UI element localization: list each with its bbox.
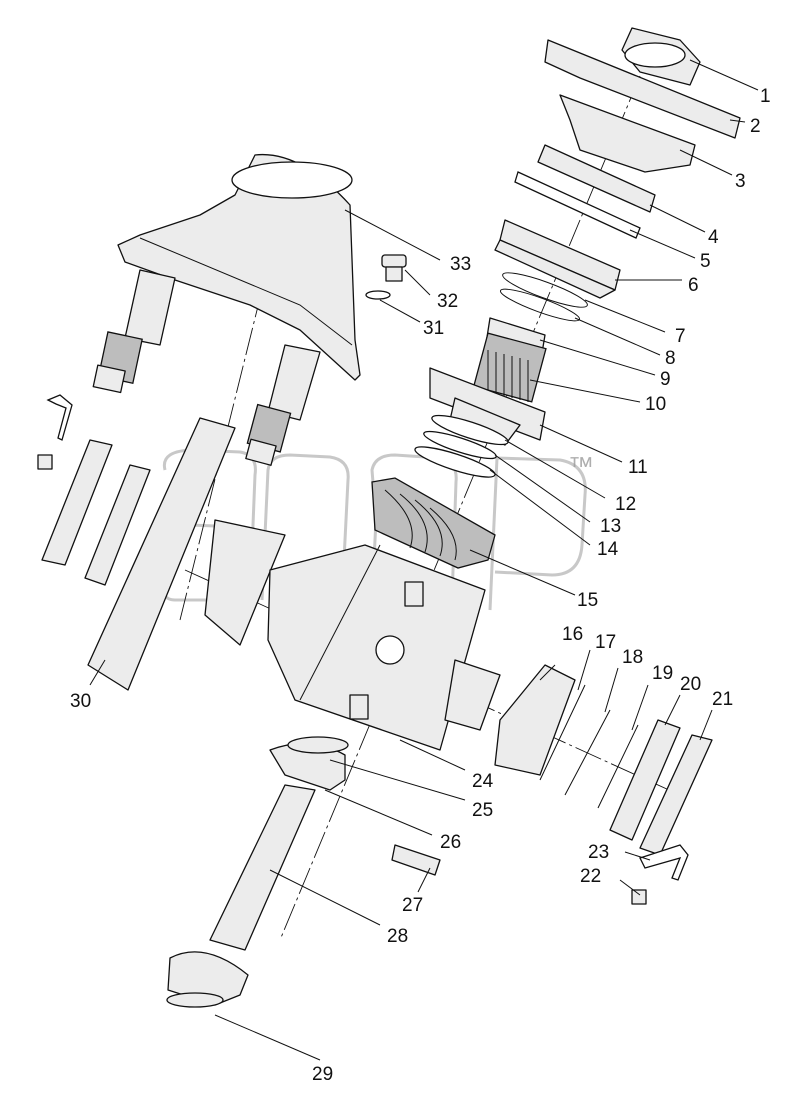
callout-24: 24 — [472, 771, 494, 792]
cross-axis — [184, 569, 681, 796]
part-24-gearbox-body — [267, 544, 501, 751]
callout-25: 25 — [472, 800, 493, 821]
part-22-bolt — [631, 889, 647, 905]
part-13-ring — [423, 430, 497, 460]
part-6-bearing-cup — [494, 219, 621, 299]
callout-27: 27 — [402, 895, 423, 916]
part-2-flange — [544, 39, 741, 139]
callout-3: 3 — [735, 171, 746, 192]
part-32-plug — [381, 254, 407, 282]
callout-2: 2 — [750, 116, 761, 137]
part-5-shim — [514, 171, 641, 239]
part-23-bracket — [639, 844, 689, 881]
callout-28: 28 — [387, 926, 408, 947]
callout-22: 22 — [580, 866, 601, 887]
watermark-trademark: ™ — [568, 451, 594, 481]
callout-labels: 1 2 3 4 5 6 7 8 9 10 11 12 13 14 15 16 1… — [70, 86, 771, 1085]
callout-4: 4 — [708, 227, 719, 248]
part-3-hub — [559, 94, 696, 173]
callout-17: 17 — [595, 632, 616, 653]
part-17-gasket — [539, 684, 586, 781]
callout-20: 20 — [680, 674, 701, 695]
callout-8: 8 — [665, 348, 676, 369]
left-bolt — [37, 454, 53, 470]
part-27-key — [391, 844, 441, 876]
part-14-ring — [414, 446, 496, 478]
callout-31: 31 — [423, 318, 444, 339]
part-1-nut — [621, 27, 701, 86]
part-4-plate — [537, 144, 656, 213]
part-29-cap — [166, 951, 249, 1008]
callout-33: 33 — [450, 254, 471, 275]
part-33-upper-housing — [92, 153, 361, 466]
callout-13: 13 — [600, 516, 621, 537]
part-7-ring — [502, 272, 588, 308]
left-bracket — [46, 394, 73, 441]
part-31-washer — [365, 290, 391, 300]
part-18-shim — [564, 709, 611, 796]
part-20-plate — [609, 719, 681, 841]
callout-5: 5 — [700, 251, 711, 272]
callout-11: 11 — [628, 457, 648, 478]
part-19-shim — [597, 724, 639, 809]
part-28-shaft — [209, 784, 316, 951]
part-8-ring — [499, 288, 581, 322]
callout-1: 1 — [760, 86, 771, 107]
callout-30: 30 — [70, 691, 91, 712]
main-axis — [279, 39, 656, 941]
callout-14: 14 — [597, 539, 619, 560]
part-30-side-plates — [41, 417, 286, 691]
part-15-bevel-gear — [371, 477, 496, 569]
part-11-flange — [429, 367, 546, 446]
callout-6: 6 — [688, 275, 699, 296]
part-12-ring — [431, 414, 509, 446]
leader-lines — [89, 59, 759, 1061]
callout-26: 26 — [440, 832, 461, 853]
callout-15: 15 — [577, 590, 598, 611]
callout-12: 12 — [615, 494, 636, 515]
part-16-cover — [494, 664, 576, 776]
callout-18: 18 — [622, 647, 643, 668]
callout-16: 16 — [562, 624, 583, 645]
callout-9: 9 — [660, 369, 671, 390]
callout-19: 19 — [652, 663, 673, 684]
part-25-cap — [269, 736, 349, 791]
callout-32: 32 — [437, 291, 458, 312]
callout-21: 21 — [712, 689, 733, 710]
callout-10: 10 — [645, 394, 666, 415]
callout-29: 29 — [312, 1064, 333, 1085]
callout-7: 7 — [675, 326, 686, 347]
callout-23: 23 — [588, 842, 609, 863]
part-10-splined-shaft — [472, 332, 547, 403]
